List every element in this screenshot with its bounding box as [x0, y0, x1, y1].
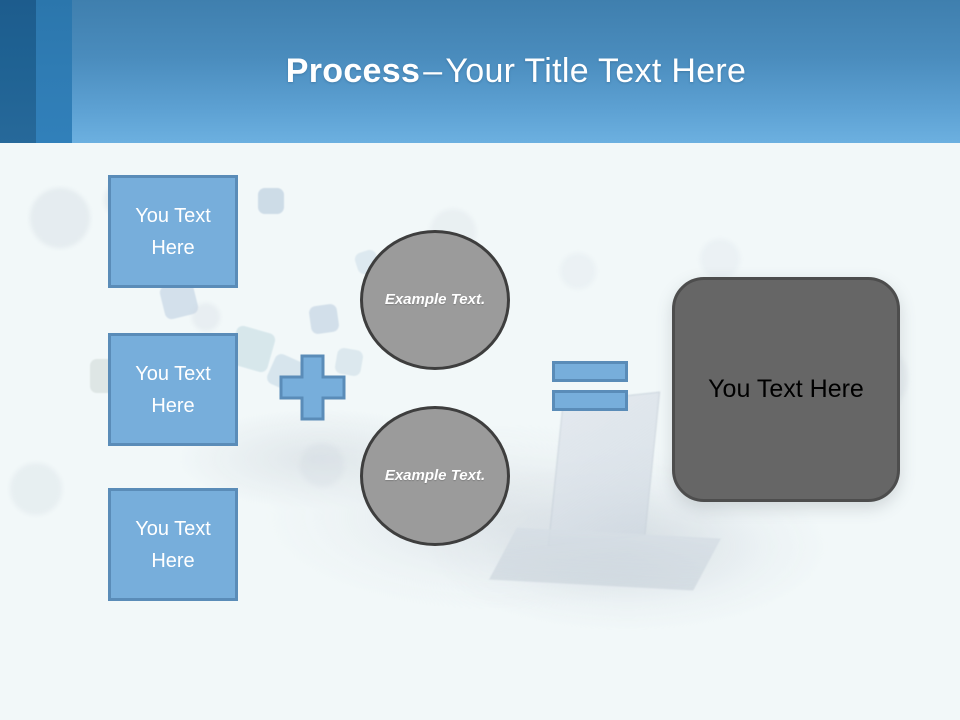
background-soft-blob [30, 188, 90, 248]
equals-gap [552, 382, 628, 390]
slide-header [0, 0, 960, 143]
background-soft-blob [700, 239, 740, 279]
background-app-icon [258, 188, 284, 214]
result-box-label: You Text Here [708, 375, 864, 403]
input-box-2-label: You Text Here [135, 362, 211, 417]
plus-icon [279, 354, 346, 421]
background-soft-blob [10, 463, 62, 515]
header-band-main [72, 0, 960, 143]
input-box-1-label: You Text Here [135, 204, 211, 259]
page-title-separator: – [423, 52, 443, 90]
process-circle-2-label: Example Text. [384, 466, 486, 484]
input-box-3[interactable]: You Text Here [108, 488, 238, 601]
background-soft-blob [192, 303, 220, 331]
input-box-1[interactable]: You Text Here [108, 175, 238, 288]
page-title-rest: Your Title Text Here [445, 52, 747, 90]
background-app-icon [308, 303, 340, 335]
background-laptop-screen [547, 391, 661, 547]
page-title: Process – Your Title Text Here [72, 0, 960, 143]
equals-bar-bottom [552, 390, 628, 411]
equals-icon [552, 361, 628, 411]
process-circle-2[interactable]: Example Text. [360, 406, 510, 546]
header-band-dark [0, 0, 36, 143]
process-circle-1[interactable]: Example Text. [360, 230, 510, 370]
background-soft-blob [560, 253, 596, 289]
input-box-2[interactable]: You Text Here [108, 333, 238, 446]
page-title-bold: Process [285, 52, 421, 90]
process-circle-1-label: Example Text. [384, 290, 486, 308]
equals-bar-top [552, 361, 628, 382]
background-laptop-base [489, 527, 721, 591]
background-soft-blob [300, 443, 344, 487]
header-band-mid [36, 0, 72, 143]
result-box[interactable]: You Text Here [672, 277, 900, 502]
input-box-3-label: You Text Here [135, 517, 211, 572]
